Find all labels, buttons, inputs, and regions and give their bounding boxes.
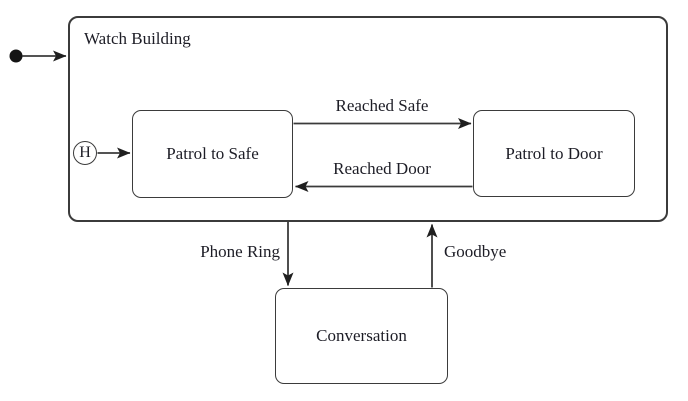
- transition-label-reached-door: Reached Door: [333, 159, 431, 178]
- state-patrol-to-safe: Patrol to Safe: [132, 110, 293, 198]
- state-watch-building-label: Watch Building: [84, 29, 191, 48]
- transition-label-phone-ring: Phone Ring: [200, 242, 280, 261]
- history-pseudostate-label: H: [79, 144, 91, 161]
- state-watch-building: Watch Building: [68, 16, 668, 222]
- transition-label-goodbye: Goodbye: [444, 242, 507, 261]
- transition-label-reached-safe: Reached Safe: [335, 96, 429, 115]
- state-patrol-to-door-label: Patrol to Door: [505, 143, 603, 163]
- state-conversation-label: Conversation: [316, 326, 407, 345]
- history-pseudostate: H: [73, 141, 97, 165]
- state-patrol-to-safe-label: Patrol to Safe: [166, 144, 259, 163]
- state-patrol-to-door: Patrol to Door: [473, 110, 635, 197]
- state-conversation: Conversation: [275, 288, 448, 384]
- initial-state-dot: [9, 49, 23, 63]
